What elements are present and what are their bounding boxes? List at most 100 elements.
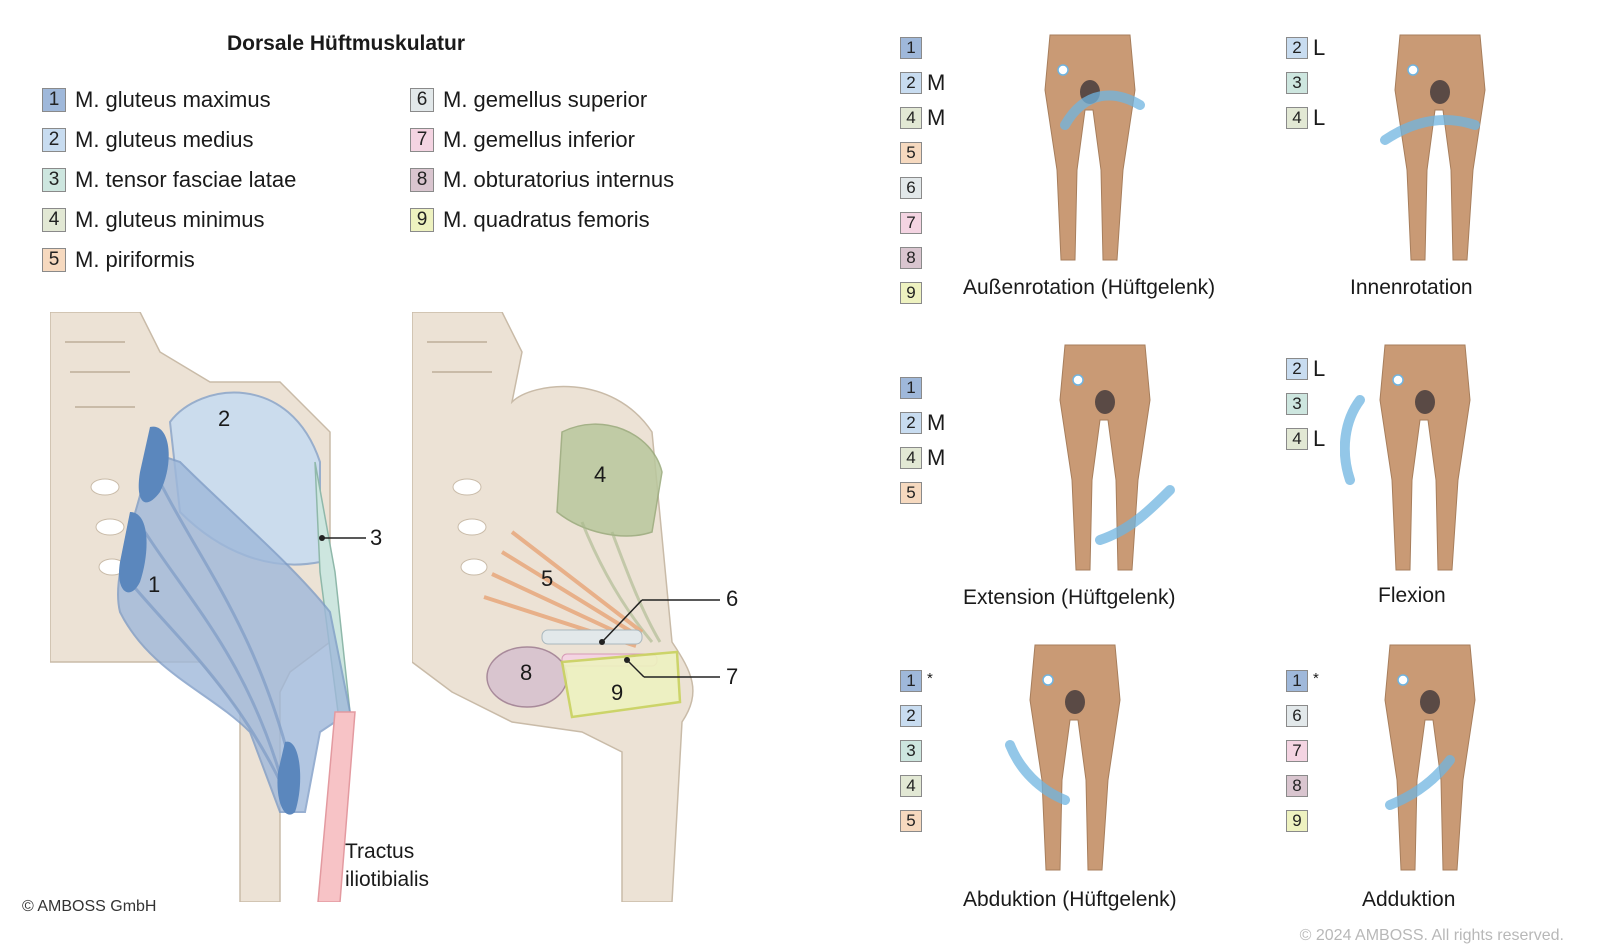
legend-number-badge: 3 — [42, 168, 66, 192]
anatomy-superficial-figure — [50, 312, 366, 902]
movement-muscle-badge: 4 — [900, 107, 922, 129]
movement-muscle-badge: 5 — [900, 482, 922, 504]
movement-caption: Außenrotation (Hüftgelenk) — [963, 276, 1216, 299]
movement-caption: Flexion — [1378, 584, 1446, 607]
movement-muscle-badge: 2 — [1286, 37, 1308, 59]
muscle-part-label: M — [927, 70, 946, 95]
movement-muscle-badge: 2 — [1286, 358, 1308, 380]
legend-number-badge: 7 — [410, 128, 434, 152]
movement-muscle-badge: 3 — [1286, 72, 1308, 94]
leg-movement-figure — [1044, 34, 1145, 261]
leg-movement-figure — [1340, 344, 1471, 571]
label-quadratus-femoris: 9 — [611, 680, 624, 705]
legend-label: M. piriformis — [75, 247, 195, 272]
movement-caption: Innenrotation — [1350, 276, 1473, 299]
legend-item: 8 M. obturatorius internus — [410, 166, 674, 194]
legend-label: M. gluteus medius — [75, 127, 254, 152]
legend-number-badge: 8 — [410, 168, 434, 192]
legend-label: M. quadratus femoris — [443, 207, 650, 232]
label-piriformis: 5 — [541, 566, 554, 591]
movement-caption: Adduktion — [1362, 888, 1456, 911]
leg-movement-figure — [1380, 34, 1486, 261]
legend-number-badge: 9 — [410, 208, 434, 232]
footnote-star: * — [1313, 670, 1319, 687]
movement-muscle-badge: 9 — [900, 282, 922, 304]
label-gemellus-inferior: 7 — [726, 664, 739, 689]
muscle-part-label: M — [927, 410, 946, 435]
origin-attachment — [119, 512, 147, 593]
label-tractus-line2: iliotibialis — [345, 868, 430, 891]
movement-muscle-badge: 9 — [1286, 810, 1308, 832]
movement-muscle-badge: 1 — [900, 37, 922, 59]
copyright-left: © AMBOSS GmbH — [22, 898, 157, 915]
movement-muscle-badge: 1 — [900, 377, 922, 399]
label-gluteus-medius: 2 — [218, 406, 231, 431]
movement-muscle-badge: 2 — [900, 412, 922, 434]
anatomy-deep-figure — [412, 312, 720, 902]
quadratus-femoris-shape — [560, 650, 682, 719]
movement-muscle-badge: 2 — [900, 72, 922, 94]
leg-movement-figure — [1384, 644, 1476, 871]
movement-muscle-badge: 7 — [900, 212, 922, 234]
label-tractus-line1: Tractus — [345, 840, 415, 863]
movement-muscle-badge: 1 — [1286, 670, 1308, 692]
gluteus-minimus-shape — [556, 423, 663, 537]
legend-item: 3 M. tensor fasciae latae — [42, 166, 296, 194]
footnote-star: * — [927, 670, 933, 687]
label-obturatorius-internus: 8 — [520, 660, 533, 685]
leader-line-7 — [626, 659, 645, 678]
leader-dot-7 — [624, 657, 630, 663]
movement-muscle-badge: 4 — [1286, 428, 1308, 450]
label-gluteus-maximus: 1 — [148, 572, 161, 597]
movement-muscle-badge: 2 — [900, 705, 922, 727]
movement-muscle-badge: 6 — [900, 177, 922, 199]
legend-number-badge: 6 — [410, 88, 434, 112]
leader-line-6 — [601, 599, 643, 643]
legend-label: M. gemellus inferior — [443, 127, 635, 152]
label-gemellus-superior: 6 — [726, 586, 739, 611]
movement-muscle-badge: 3 — [900, 740, 922, 762]
leader-dot-3 — [319, 535, 325, 541]
movement-muscle-badge: 8 — [900, 247, 922, 269]
movement-muscle-badge: 3 — [1286, 393, 1308, 415]
tractus-iliotibialis-shape — [317, 711, 356, 902]
movement-muscle-badge: 5 — [900, 142, 922, 164]
gluteus-maximus-fascicles — [128, 481, 297, 803]
gemellus-superior-shape — [541, 629, 643, 645]
label-gluteus-minimus: 4 — [594, 462, 607, 487]
movement-muscle-badge: 6 — [1286, 705, 1308, 727]
movement-caption: Abduktion (Hüftgelenk) — [963, 888, 1177, 911]
muscle-part-label: L — [1313, 426, 1326, 451]
muscle-part-label: M — [927, 445, 946, 470]
legend-item: 4 M. gluteus minimus — [42, 206, 265, 234]
origin-attachment — [138, 426, 169, 503]
diagram-title: Dorsale Hüftmuskulatur — [227, 32, 466, 55]
legend-label: M. obturatorius internus — [443, 167, 675, 192]
movement-muscle-badge: 4 — [900, 775, 922, 797]
legend-item: 5 M. piriformis — [42, 246, 195, 274]
muscle-part-label: M — [927, 105, 946, 130]
movement-muscle-badge: 4 — [1286, 107, 1308, 129]
legend-number-badge: 5 — [42, 248, 66, 272]
gluteus-minimus-fascicles — [580, 521, 662, 643]
legend-number-badge: 1 — [42, 88, 66, 112]
legend-label: M. tensor fasciae latae — [75, 167, 297, 192]
muscle-part-label: L — [1313, 35, 1326, 60]
movement-muscle-badge: 1 — [900, 670, 922, 692]
legend-item: 1 M. gluteus maximus — [42, 86, 271, 114]
movement-caption: Extension (Hüftgelenk) — [963, 586, 1176, 609]
pelvis-bone — [412, 312, 694, 902]
insertion-attachment — [277, 741, 301, 815]
muscle-part-label: L — [1313, 356, 1326, 381]
leg-movement-figure — [1005, 644, 1121, 871]
legend-label: M. gluteus maximus — [75, 87, 271, 112]
legend-item: 7 M. gemellus inferior — [410, 126, 635, 154]
leg-movement-figure — [1059, 344, 1175, 571]
copyright-right: © 2024 AMBOSS. All rights reserved. — [1299, 927, 1564, 944]
muscle-part-label: L — [1313, 105, 1326, 130]
legend-number-badge: 2 — [42, 128, 66, 152]
legend-label: M. gluteus minimus — [75, 207, 265, 232]
movement-muscle-badge: 7 — [1286, 740, 1308, 762]
legend-number-badge: 4 — [42, 208, 66, 232]
